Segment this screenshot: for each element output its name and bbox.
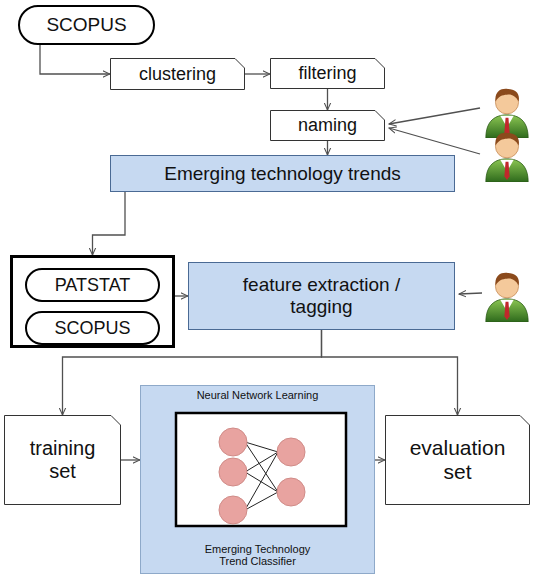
folded-box-outline bbox=[271, 59, 385, 89]
process-box: clustering bbox=[110, 58, 245, 90]
neuron bbox=[219, 496, 247, 524]
data-frame: PATSTAT SCOPUS bbox=[10, 255, 175, 348]
network-link bbox=[245, 452, 278, 472]
expert-icon bbox=[486, 273, 528, 322]
result-box: Emerging technology trends bbox=[110, 155, 455, 192]
node-label: evaluation set bbox=[400, 436, 515, 484]
flow-arrow bbox=[40, 45, 110, 74]
flow-arrow bbox=[93, 192, 126, 255]
folded-box-outline bbox=[5, 416, 121, 505]
expert-arrow bbox=[389, 128, 480, 154]
flow-arrow bbox=[327, 89, 328, 110]
flow-arrow bbox=[121, 459, 140, 460]
node-label: feature extraction / tagging bbox=[222, 274, 422, 318]
network-frame bbox=[176, 413, 346, 526]
node-label: SCOPUS bbox=[54, 318, 130, 339]
flow-arrow bbox=[375, 459, 385, 460]
expert-icon bbox=[486, 89, 528, 138]
neuron bbox=[219, 458, 247, 486]
classifier-panel: Neural Network LearningEmerging Technolo… bbox=[140, 385, 375, 574]
node-label: Emerging technology trends bbox=[164, 163, 401, 185]
folded-box-outline bbox=[271, 111, 385, 141]
folded-box-outline bbox=[386, 416, 530, 505]
node-label: PATSTAT bbox=[55, 275, 131, 296]
process-box: filtering bbox=[270, 58, 385, 89]
flow-arrow bbox=[327, 141, 328, 155]
panel-heading: Neural Network Learning bbox=[141, 389, 374, 402]
panel-caption: Emerging Technology Trend Classifier bbox=[198, 543, 318, 568]
node-label: filtering bbox=[298, 63, 356, 84]
network-link bbox=[245, 442, 278, 492]
flow-arrow bbox=[245, 73, 270, 74]
process-box: feature extraction / tagging bbox=[188, 262, 455, 330]
node-label: training set bbox=[15, 437, 110, 483]
node-label: naming bbox=[298, 115, 357, 136]
flow-arrow bbox=[175, 295, 188, 296]
node-label: clustering bbox=[139, 64, 216, 85]
neuron bbox=[219, 428, 247, 456]
expert-arrow bbox=[459, 293, 482, 294]
source-pill: PATSTAT bbox=[25, 268, 160, 302]
neuron bbox=[277, 438, 305, 466]
dataset-box: evaluation set bbox=[385, 415, 530, 505]
expert-arrow bbox=[389, 108, 480, 124]
node-label: SCOPUS bbox=[46, 14, 126, 36]
expert-icon bbox=[486, 133, 528, 182]
neuron bbox=[277, 478, 305, 506]
dataset-box: training set bbox=[4, 415, 121, 505]
network-link bbox=[245, 452, 278, 510]
source-pill: SCOPUS bbox=[25, 311, 160, 345]
network-link bbox=[245, 492, 278, 510]
folded-box-outline bbox=[111, 59, 245, 90]
source-pill: SCOPUS bbox=[18, 5, 155, 45]
network-link bbox=[245, 442, 278, 452]
process-box: naming bbox=[270, 110, 385, 141]
